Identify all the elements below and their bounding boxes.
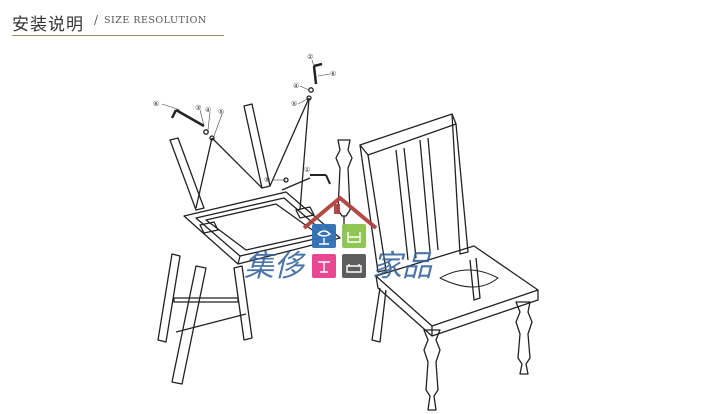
callout-label: ⑤ xyxy=(264,176,270,184)
callout-label: ⑥ xyxy=(330,70,336,78)
assembled-chair xyxy=(359,113,539,411)
section-title-cn: 安装说明 xyxy=(12,15,84,35)
section-title-en: SIZE RESOLUTION xyxy=(104,15,207,26)
callout-label: ⑤ xyxy=(218,108,224,116)
logo-tile-green xyxy=(342,224,366,248)
hardware-set-right xyxy=(269,62,331,211)
header-underline xyxy=(12,35,224,36)
callout-label: ④ xyxy=(293,82,299,90)
assembly-diagram: ⑥ ③ ④ ⑤ ② ④ ⑤ ⑥ ⑤ ① 集侈 家品 xyxy=(153,53,539,411)
callout-numbers: ⑥ ③ ④ ⑤ ② ④ ⑤ ⑥ ⑤ ① xyxy=(153,53,336,184)
section-header: 安装说明 / SIZE RESOLUTION xyxy=(12,8,224,36)
callout-label: ⑥ xyxy=(153,100,159,108)
callout-leaders xyxy=(161,59,331,181)
watermark-text-left: 集侈 xyxy=(244,249,306,284)
title-separator: / xyxy=(94,13,99,27)
callout-label: ④ xyxy=(205,106,211,114)
brand-watermark: 集侈 家品 xyxy=(244,196,433,284)
hardware-set-left xyxy=(170,108,263,209)
callout-label: ③ xyxy=(195,104,201,112)
spare-leg xyxy=(335,139,353,228)
callout-label: ⑤ xyxy=(291,100,297,108)
callout-label: ② xyxy=(307,53,313,61)
callout-label: ① xyxy=(304,166,310,174)
watermark-text-right: 家品 xyxy=(372,249,433,284)
